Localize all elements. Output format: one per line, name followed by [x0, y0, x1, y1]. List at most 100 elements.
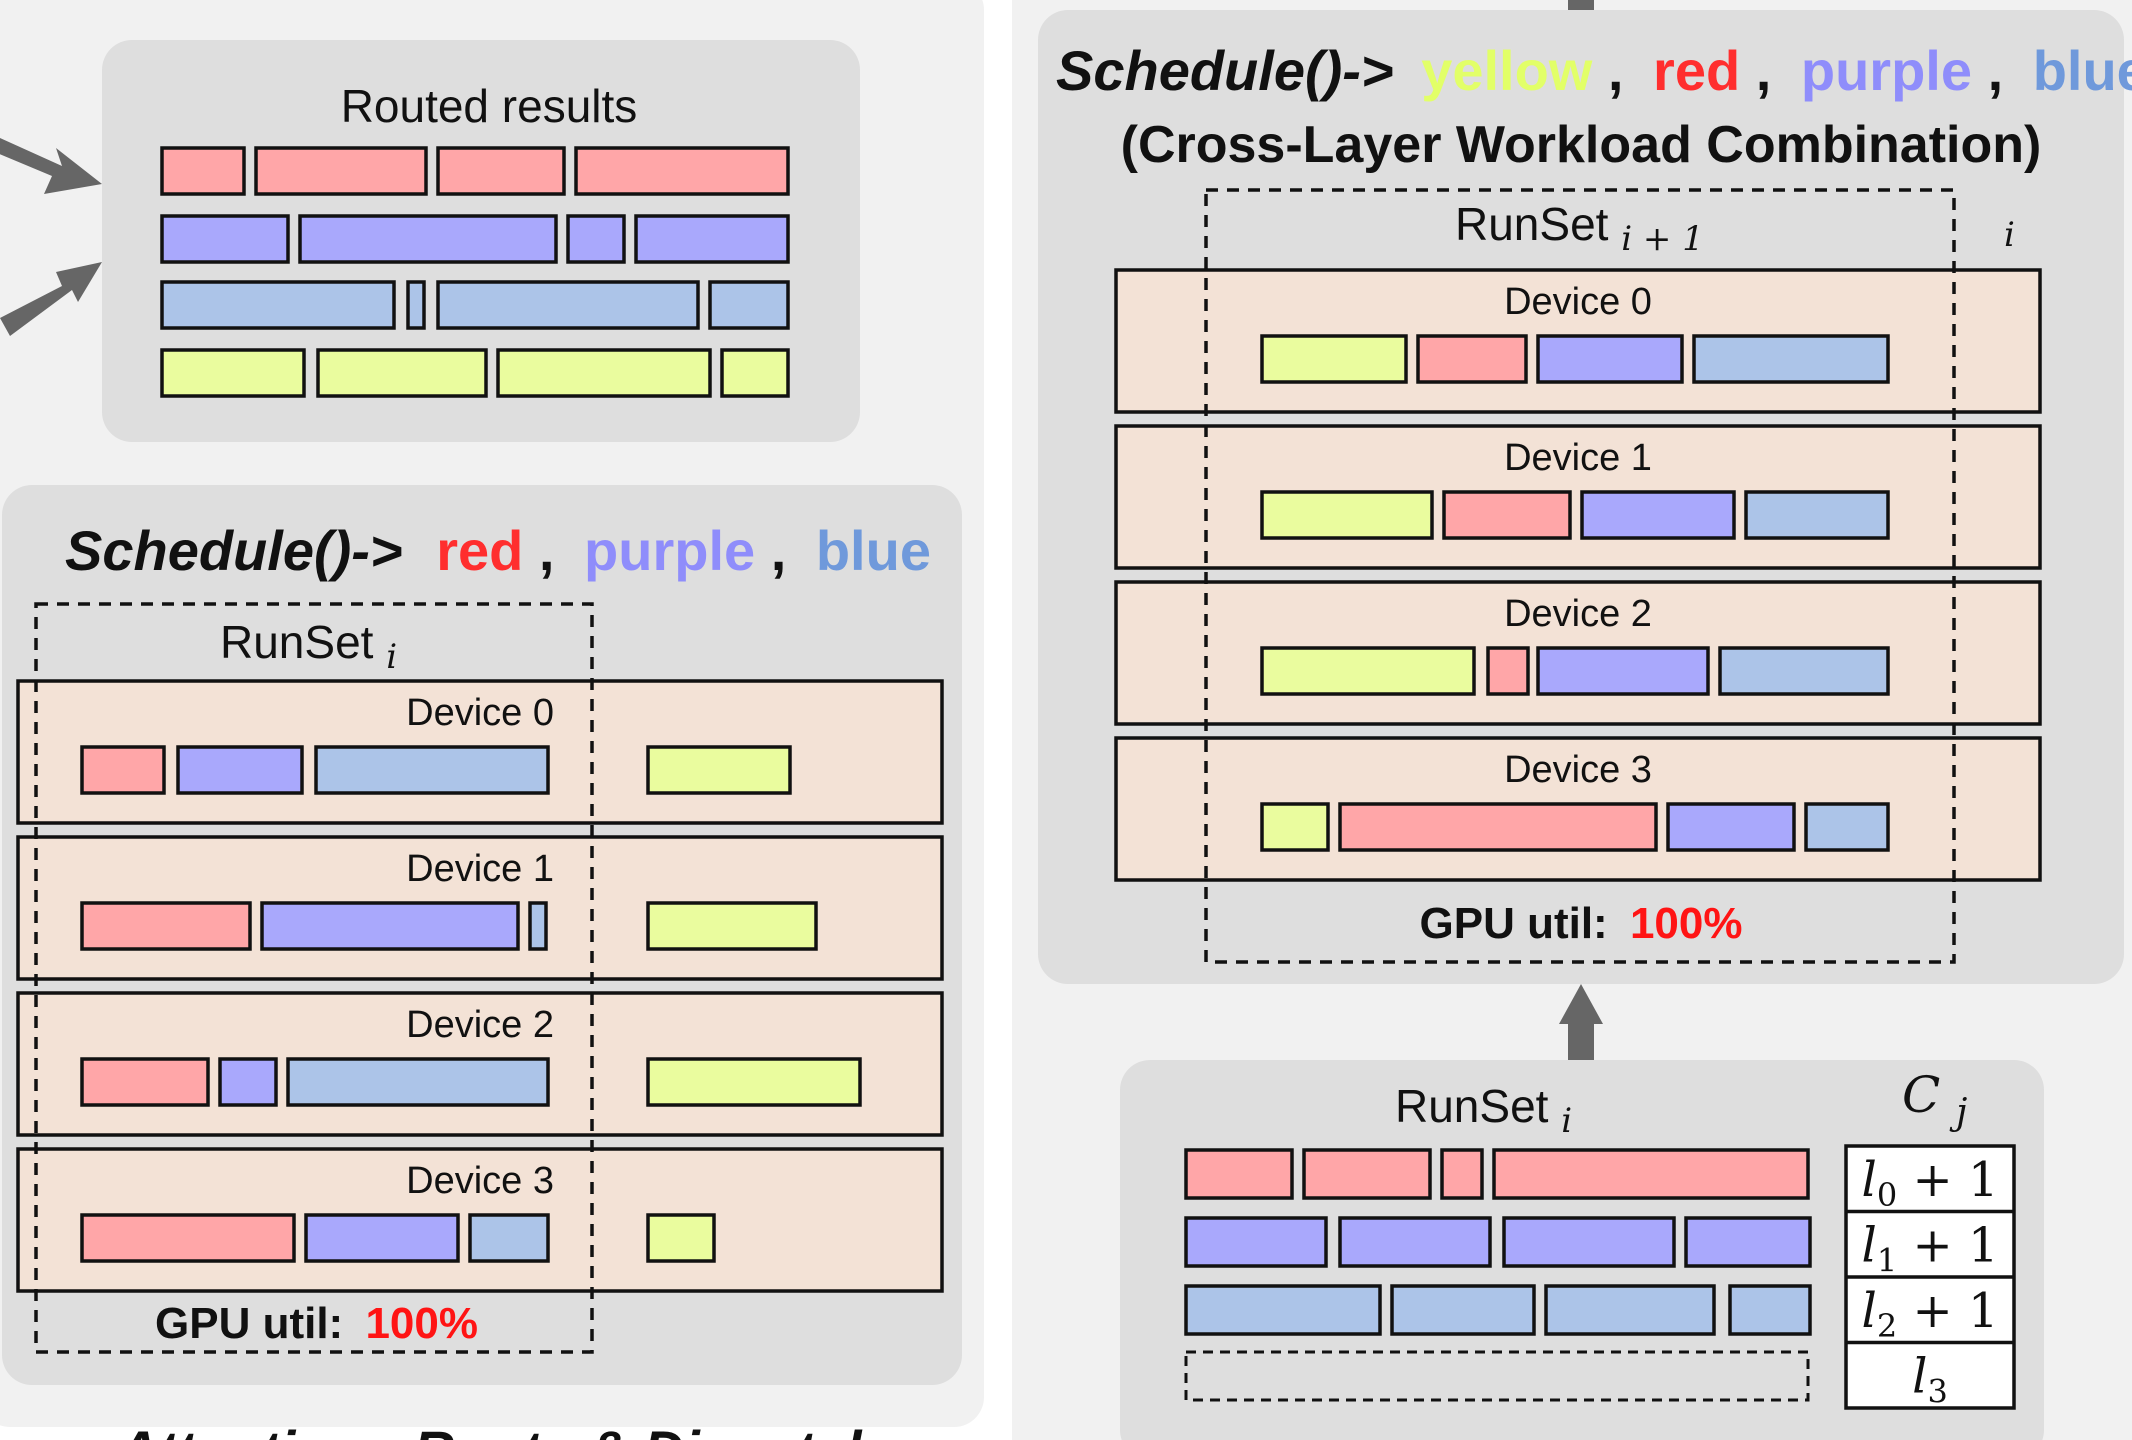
workload-block-purple	[1666, 802, 1796, 852]
workload-block-yellow	[646, 1213, 716, 1263]
workload-block-yellow	[1260, 490, 1434, 540]
workload-block-blue	[436, 280, 700, 330]
workload-blue: blue	[2033, 39, 2132, 102]
routed-results-title: Routed results	[341, 80, 638, 132]
right-schedule-title: Schedule()-> yellow , red , purple , blu…	[1056, 39, 2132, 102]
right-runset-label: RunSet i + 1	[1455, 198, 1704, 259]
workload-block-yellow	[1260, 334, 1408, 384]
workload-block-purple	[566, 214, 626, 264]
sep: ,	[1608, 39, 1624, 102]
device-label: Device 1	[406, 848, 554, 890]
arrow-stem	[1568, 1020, 1594, 1060]
schedule-call: Schedule()->	[1056, 39, 1394, 102]
workload-block-yellow	[646, 1057, 862, 1107]
workload-red: red	[436, 519, 523, 582]
gpu-util-label: GPU util:	[1420, 899, 1608, 948]
workload-block-yellow	[160, 348, 306, 398]
device-label: Device 3	[406, 1160, 554, 1202]
layer-cell: l2 + 1	[1862, 1283, 1999, 1345]
workload-block-purple	[634, 214, 790, 264]
workload-block-purple	[1338, 1216, 1492, 1268]
workload-block-red	[1302, 1148, 1432, 1200]
incoming-arrows	[0, 138, 102, 336]
workload-block-yellow	[1260, 646, 1476, 696]
workload-block-red	[1184, 1148, 1294, 1200]
workload-block-red	[574, 146, 790, 196]
workload-block-purple	[260, 901, 520, 951]
workload-block-purple	[1184, 1216, 1328, 1268]
runset-text: RunSet	[1455, 198, 1609, 250]
workload-block-yellow	[646, 901, 818, 951]
empty-slot-dashed	[1184, 1350, 1810, 1402]
workload-block-blue	[286, 1057, 550, 1107]
workload-block-red	[1442, 490, 1572, 540]
workload-block-yellow	[316, 348, 488, 398]
workload-block-purple	[1536, 646, 1710, 696]
workload-block-blue	[1718, 646, 1890, 696]
workload-purple: purple	[584, 519, 755, 582]
sep: ,	[771, 519, 787, 582]
left-schedule-title: Schedule()-> red , purple , blue	[65, 519, 931, 582]
bottom-runset-panel: RunSet i C j l0 + 1l1 + 1l2 + 1l3	[1120, 1060, 2044, 1440]
workload-block-red	[80, 745, 166, 795]
routed-results-panel: Routed results	[102, 40, 860, 442]
layer-cell: l1 + 1	[1862, 1218, 1999, 1280]
workload-block-blue	[1804, 802, 1890, 852]
workload-block-red	[1416, 334, 1528, 384]
workload-red: red	[1653, 39, 1740, 102]
device-label: Device 2	[1504, 593, 1652, 635]
workload-block-yellow	[1260, 802, 1330, 852]
bottom-caption: Attention · Route & Dispatch	[116, 1419, 880, 1440]
device-label: Device 0	[406, 692, 554, 734]
workload-block-yellow	[496, 348, 712, 398]
right-schedule-panel: Schedule()-> yellow , red , purple , blu…	[1038, 0, 2132, 984]
workload-block-yellow	[646, 745, 792, 795]
workload-block-red	[1440, 1148, 1484, 1200]
runset-subscript: i + 1	[1621, 219, 1704, 259]
workload-block-red	[1486, 646, 1530, 696]
workload-block-blue	[1744, 490, 1890, 540]
workload-block-purple	[298, 214, 558, 264]
workload-block-blue	[468, 1213, 550, 1263]
workload-block-red	[80, 1213, 296, 1263]
workload-block-blue	[1184, 1284, 1382, 1336]
workload-block-blue	[406, 280, 426, 330]
arrow-up-icon	[1559, 984, 1603, 1024]
top-arrow-stem	[1568, 0, 1594, 10]
bottom-runset-label: RunSet i	[1395, 1080, 1572, 1141]
workload-block-red	[436, 146, 566, 196]
workload-block-purple	[160, 214, 290, 264]
device-label: Device 3	[1504, 749, 1652, 791]
runset-text: RunSet	[220, 616, 374, 668]
c-label: C j	[1902, 1066, 1967, 1133]
layer-table: l0 + 1l1 + 1l2 + 1l3	[1844, 1144, 2016, 1411]
sep: ,	[1988, 39, 2004, 102]
workload-block-red	[80, 1057, 210, 1107]
layer-cell: l0 + 1	[1862, 1152, 1999, 1214]
workload-block-purple	[1502, 1216, 1676, 1268]
workload-block-purple	[218, 1057, 278, 1107]
workload-yellow: yellow	[1421, 39, 1593, 102]
runset-subscript: i	[386, 637, 397, 677]
workload-block-blue	[528, 901, 548, 951]
layer-cell: l3	[1912, 1349, 1948, 1411]
arrow-icon	[0, 138, 102, 194]
workload-block-blue	[708, 280, 790, 330]
right-runset-dashed-box	[1204, 188, 1956, 964]
sep: ,	[539, 519, 555, 582]
gpu-util-value: 100%	[365, 1299, 478, 1348]
runset-text: RunSet	[1395, 1080, 1549, 1132]
bottom-bars	[1184, 1148, 1812, 1336]
left-gpu-util: GPU util: 100%	[155, 1299, 478, 1348]
runset-subscript: i	[1561, 1101, 1572, 1141]
device-label: Device 1	[1504, 437, 1652, 479]
workload-block-red	[254, 146, 428, 196]
workload-purple: purple	[1801, 39, 1972, 102]
routed-bars	[160, 146, 790, 398]
left-runset-dashed-box	[34, 602, 594, 1354]
workload-block-red	[1338, 802, 1658, 852]
workload-block-yellow	[720, 348, 790, 398]
